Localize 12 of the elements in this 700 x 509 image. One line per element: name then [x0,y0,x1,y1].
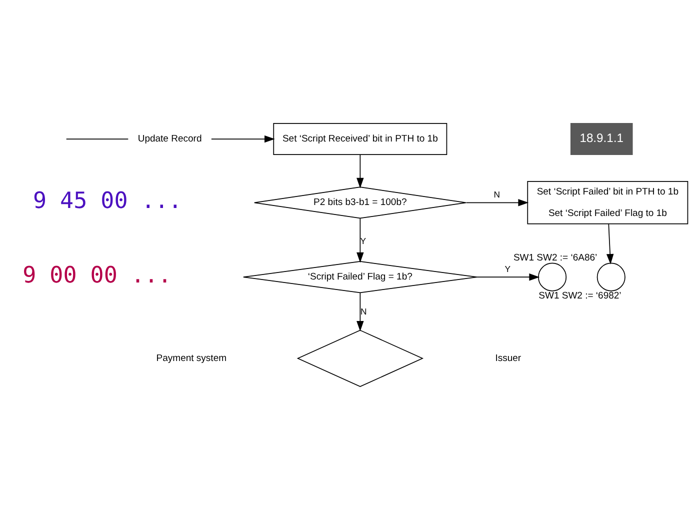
edge-label: N [494,188,500,199]
edge-label: Y [360,235,366,246]
edge-label: N [360,306,367,316]
node-label: SW1 SW2 := ‘6982’ [538,290,622,302]
node-text: Update Record [138,132,202,144]
edge-label: Y [504,263,510,274]
label: Issuer [495,352,522,364]
label: 18.9.1.1 [580,130,624,145]
label: 9 00 00 ... [22,262,172,288]
node-label: SW1 SW2 := ‘6A86’ [513,252,598,263]
label: Payment system [156,352,227,364]
label: 9 45 00 ... [32,188,182,214]
